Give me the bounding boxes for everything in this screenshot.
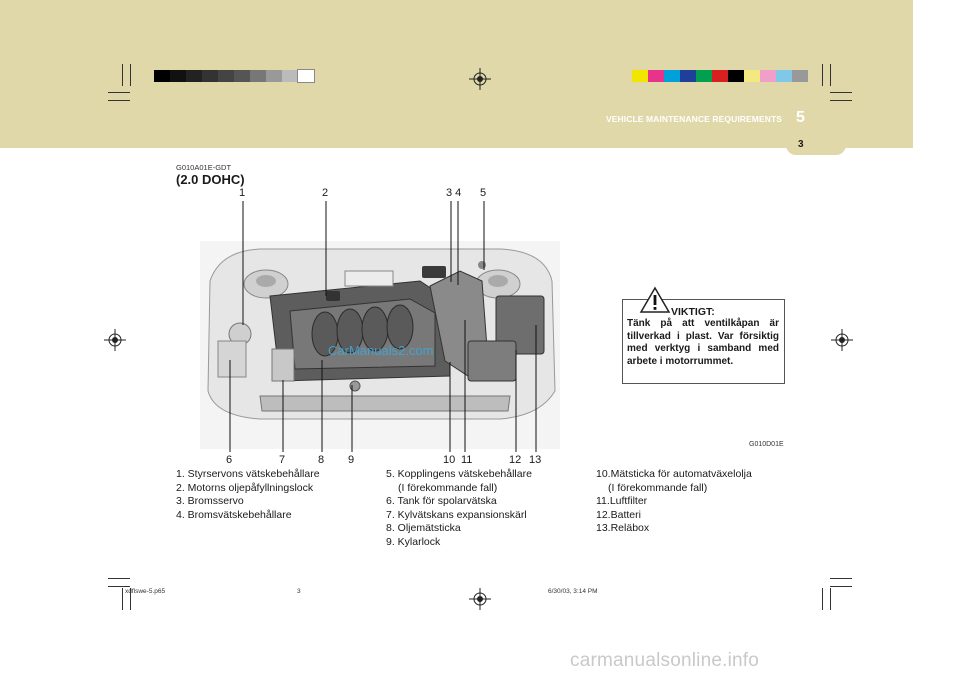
callout-number: 2 (322, 187, 329, 199)
color-swatch (266, 70, 282, 82)
color-swatch (664, 70, 680, 82)
callout-number: 10 (443, 454, 456, 466)
chapter-number: 5 (796, 109, 805, 126)
warning-title: VIKTIGT: (671, 306, 715, 318)
crop-mark (108, 578, 130, 579)
crop-mark (830, 64, 831, 86)
color-swatch (712, 70, 728, 82)
registration-mark-icon (469, 68, 491, 90)
color-swatch (776, 70, 792, 82)
caption-item: 11.Luftfilter (596, 495, 648, 507)
caption-item: 9. Kylarlock (386, 535, 441, 548)
section-code: G010A01E-GDT (176, 163, 232, 172)
crop-mark (830, 588, 831, 610)
color-swatch (680, 70, 696, 82)
caption-item: 6. Tank för spolarvätska (386, 495, 497, 507)
caption-list-2: 5. Kopplingens vätskebehållare(I förekom… (386, 468, 532, 549)
caption-item: 2. Motorns oljepåfyllningslock (176, 481, 314, 494)
callout-number: 1 (239, 187, 246, 199)
right-margin (913, 0, 960, 678)
crop-mark (130, 64, 131, 86)
crop-mark (830, 578, 852, 579)
watermark: CarManuals2.com (328, 343, 434, 358)
footer-timestamp: 6/30/03, 3:14 PM (548, 588, 598, 595)
color-swatch (154, 70, 170, 82)
caption-item: 13.Reläbox (596, 522, 650, 534)
color-swatch (282, 70, 298, 82)
site-watermark: carmanualsonline.info (570, 650, 760, 671)
callout-number: 3 4 (446, 187, 462, 199)
callout-number: 5 (480, 187, 487, 199)
warning-triangle-icon (639, 286, 671, 313)
crop-mark (822, 588, 823, 610)
color-swatch (696, 70, 712, 82)
section-heading: (2.0 DOHC) (176, 172, 245, 187)
caption-item: (I förekommande fall) (608, 481, 708, 494)
caption-item: 10.Mätsticka för automatväxelolja (596, 468, 752, 480)
callout-number: 9 (348, 454, 355, 466)
color-swatch (186, 70, 202, 82)
caption-item: (I förekommande fall) (398, 481, 498, 494)
caption-item: 4. Bromsvätskebehållare (176, 508, 292, 521)
callout-number: 11 (461, 454, 473, 466)
crop-mark (108, 100, 130, 101)
caption-item: 7. Kylvätskans expansionskärl (386, 508, 527, 521)
crop-mark (122, 588, 123, 610)
color-swatch (648, 70, 664, 82)
crop-mark (108, 586, 130, 587)
color-swatch (218, 70, 234, 82)
image-code: G010D01E (749, 441, 784, 448)
header-title: VEHICLE MAINTENANCE REQUIREMENTS (606, 114, 783, 124)
caption-item: 12.Batteri (596, 508, 641, 521)
color-swatch (760, 70, 776, 82)
warning-box: VIKTIGT: Tänk på att ventilkåpan är till… (622, 286, 785, 384)
callout-number: 13 (529, 454, 542, 466)
crop-mark (830, 92, 852, 93)
color-swatch (792, 70, 808, 82)
color-swatch (632, 70, 648, 82)
color-swatch (202, 70, 218, 82)
caption-item: 8. Oljemätsticka (386, 522, 461, 534)
caption-item: 5. Kopplingens vätskebehållare (386, 468, 532, 480)
color-swatch (250, 70, 266, 82)
registration-mark-icon (104, 329, 126, 351)
crop-mark (122, 64, 123, 86)
color-swatch (728, 70, 744, 82)
crop-mark (108, 92, 130, 93)
footer-filename: xdflswe-5.p65 (125, 588, 166, 595)
color-swatch (744, 70, 760, 82)
crop-mark (830, 100, 852, 101)
footer-page: 3 (297, 588, 301, 595)
callout-number: 12 (509, 454, 522, 466)
caption-list-3: 10.Mätsticka för automatväxelolja(I före… (596, 468, 752, 536)
color-swatch (234, 70, 250, 82)
warning-body: Tänk på att ventilkåpan är tillverkad i … (627, 318, 779, 367)
crop-mark (830, 586, 852, 587)
caption-item: 1. Styrservons vätskebehållare (176, 468, 320, 480)
callout-number: 7 (279, 454, 286, 466)
page-tab (786, 135, 846, 155)
color-swatch (297, 69, 315, 83)
crop-mark (130, 588, 131, 610)
caption-item: 3. Bromsservo (176, 495, 244, 507)
registration-mark-icon (831, 329, 853, 351)
page-number: 3 (798, 139, 804, 150)
callout-number: 8 (318, 454, 325, 466)
callout-number: 6 (226, 454, 233, 466)
crop-mark (822, 64, 823, 86)
registration-mark-icon (469, 588, 491, 610)
color-swatch (170, 70, 186, 82)
